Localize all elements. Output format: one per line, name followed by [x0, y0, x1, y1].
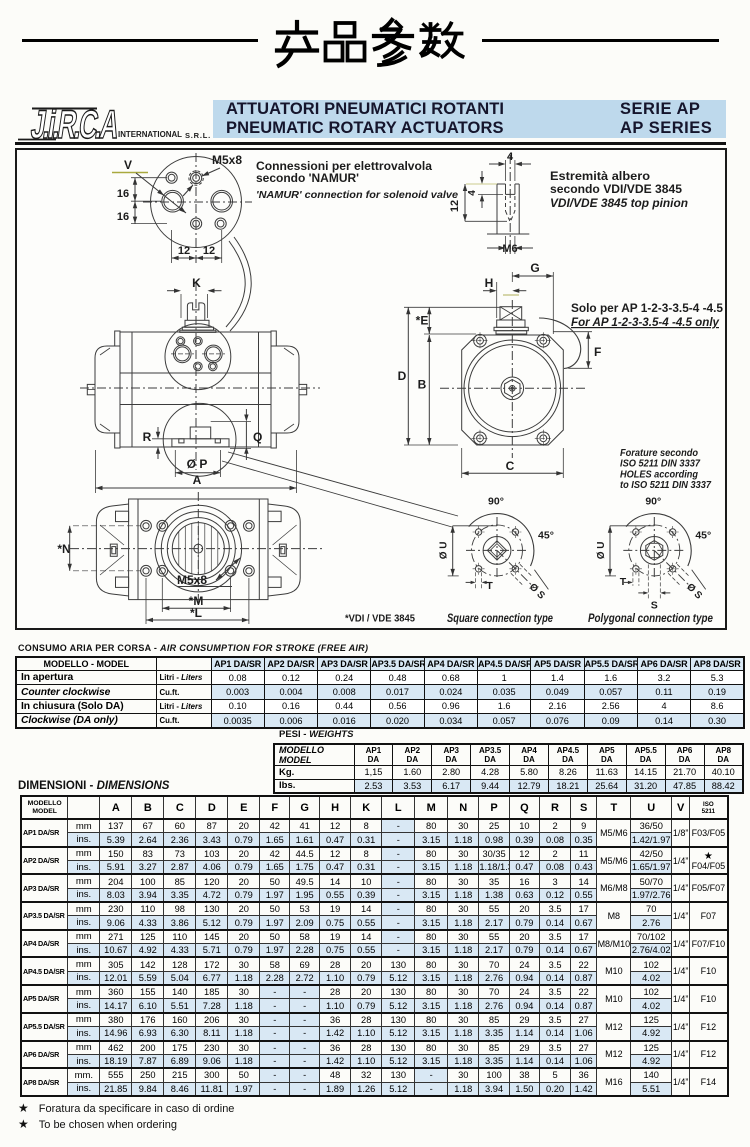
svg-text:*M: *M: [189, 594, 204, 608]
svg-text:ISO 5211 DIN 3337: ISO 5211 DIN 3337: [620, 458, 701, 470]
svg-text:*L: *L: [190, 606, 202, 620]
svg-text:Polygonal connection type: Polygonal connection type: [588, 613, 714, 625]
svg-text:'NAMUR' connection for solenoi: 'NAMUR' connection for solenoid valve: [256, 189, 458, 201]
svg-text:12: 12: [449, 200, 461, 212]
svg-text:12: 12: [178, 245, 190, 257]
svg-text:B: B: [418, 378, 427, 392]
svg-text:G: G: [530, 261, 539, 275]
svg-text:For AP 1-2-3-3.5-4 -4.5 only: For AP 1-2-3-3.5-4 -4.5 only: [571, 315, 720, 329]
svg-text:Connessioni per elettrovalvola: Connessioni per elettrovalvola: [256, 161, 433, 173]
svg-text:Ø S: Ø S: [684, 582, 704, 602]
svg-text:Ø U: Ø U: [439, 542, 450, 560]
svg-text:Ø S: Ø S: [527, 582, 547, 602]
svg-text:secondo 'NAMUR': secondo 'NAMUR': [256, 173, 359, 185]
svg-text:Estremità albero: Estremità albero: [550, 169, 650, 183]
svg-text:M6: M6: [502, 243, 517, 255]
svg-text:4: 4: [507, 151, 514, 163]
svg-text:Ø P: Ø P: [187, 457, 208, 471]
svg-text:M5x8: M5x8: [177, 573, 207, 587]
svg-text:16: 16: [117, 211, 129, 223]
svg-text:45°: 45°: [538, 529, 554, 541]
svg-text:M5x8: M5x8: [212, 153, 242, 167]
svg-text:90°: 90°: [488, 495, 504, 507]
svg-text:secondo VDI/VDE 3845: secondo VDI/VDE 3845: [550, 182, 682, 196]
svg-text:S.R.L.: S.R.L.: [185, 131, 211, 140]
svg-text:C: C: [506, 459, 515, 473]
svg-text:16: 16: [117, 188, 129, 200]
svg-text:T: T: [620, 576, 627, 588]
svg-text:Q: Q: [253, 430, 262, 444]
svg-text:*VDI / VDE 3845: *VDI / VDE 3845: [345, 613, 415, 625]
svg-text:T: T: [486, 580, 493, 592]
svg-text:4: 4: [467, 190, 478, 196]
svg-text:90°: 90°: [645, 495, 661, 507]
svg-text:H: H: [485, 276, 494, 290]
svg-text:Ø U: Ø U: [596, 542, 607, 560]
svg-text:INTERNATIONAL: INTERNATIONAL: [118, 129, 182, 139]
svg-text:A: A: [193, 473, 202, 487]
svg-text:D: D: [398, 369, 407, 383]
svg-text:R: R: [143, 430, 152, 444]
svg-text:HOLES according: HOLES according: [620, 469, 699, 481]
svg-text:Square connection type: Square connection type: [447, 613, 553, 625]
svg-text:*E: *E: [416, 314, 429, 328]
svg-text:Solo per AP 1-2-3-3.5-4 -4.5: Solo per AP 1-2-3-3.5-4 -4.5: [571, 301, 723, 315]
svg-text:S: S: [651, 599, 658, 611]
svg-text:VDI/VDE 3845 top pinion: VDI/VDE 3845 top pinion: [550, 196, 688, 210]
svg-text:F: F: [594, 345, 601, 359]
svg-text:V: V: [124, 158, 132, 172]
svg-text:*N: *N: [57, 542, 70, 556]
svg-text:to ISO 5211 DIN 3337: to ISO 5211 DIN 3337: [620, 479, 712, 491]
svg-text:K: K: [192, 276, 201, 290]
svg-text:Forature secondo: Forature secondo: [620, 447, 699, 459]
svg-text:12: 12: [203, 245, 215, 257]
svg-text:45°: 45°: [695, 529, 711, 541]
